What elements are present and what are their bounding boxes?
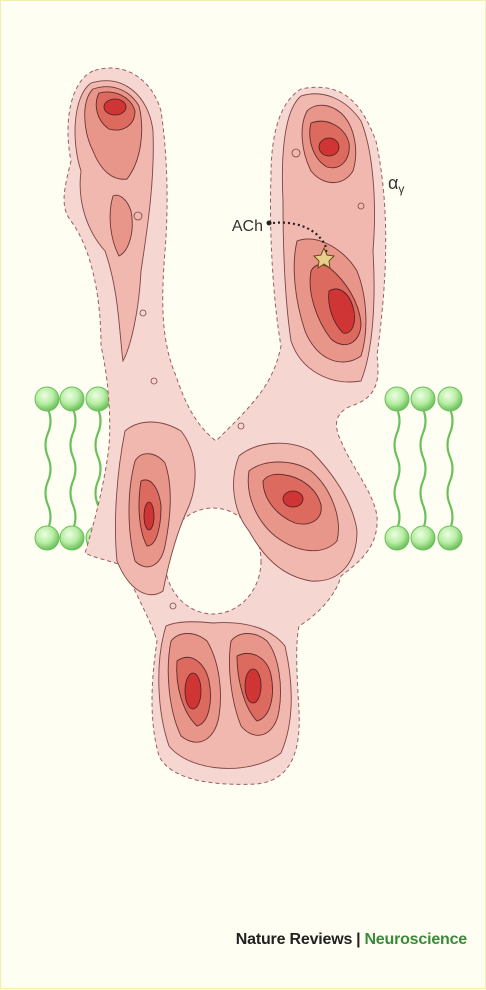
- ach-label: ACh: [232, 218, 263, 235]
- lipid-tails-right: [395, 409, 453, 529]
- subunit-alpha: α: [388, 173, 398, 193]
- lipid-heads-right: [385, 387, 462, 550]
- journal-credit: Nature Reviews|Neuroscience: [1, 931, 467, 949]
- subunit-label: αγ: [388, 173, 404, 196]
- density-map: [64, 68, 386, 784]
- credit-separator: |: [352, 931, 364, 948]
- membrane-right: [385, 387, 462, 550]
- lipid-tails-left: [46, 409, 101, 529]
- ach-pointer-dot: [267, 221, 272, 226]
- publisher-name: Nature Reviews: [236, 931, 352, 948]
- journal-name: Neuroscience: [364, 931, 467, 948]
- subunit-subscript: γ: [398, 182, 404, 196]
